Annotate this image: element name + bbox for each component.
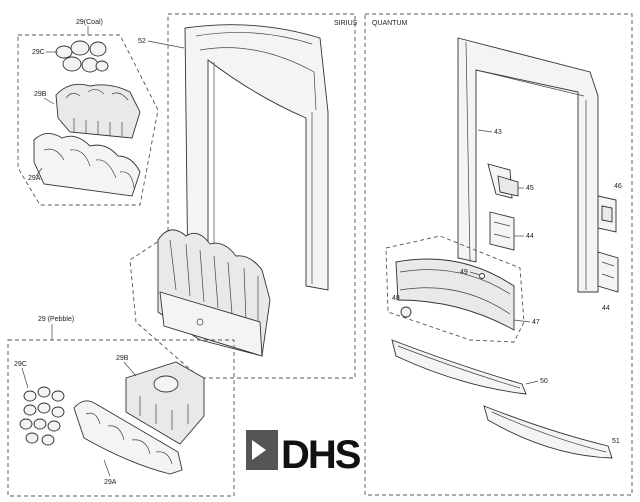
callout-52: 52	[138, 38, 146, 45]
callout-44-right: 44	[602, 305, 610, 312]
part-29a-coal-base	[33, 133, 141, 197]
part-46-bracket	[597, 195, 617, 233]
callout-29c-coal: 29C	[32, 49, 45, 56]
callout-43: 43	[494, 129, 502, 136]
callout-48: 48	[392, 295, 400, 302]
quantum-group-outline	[364, 13, 633, 496]
part-29a-pebble-base	[73, 400, 183, 475]
part-51-trim	[483, 405, 613, 459]
callout-45: 45	[526, 185, 534, 192]
part-49-screw	[479, 273, 485, 279]
dhs-logo: DHS	[246, 430, 363, 477]
callout-29a-coal: 29A	[28, 175, 41, 182]
callout-29c-pebble: 29C	[14, 361, 27, 368]
callout-51: 51	[612, 438, 620, 445]
part-44-bracket-left	[489, 211, 515, 251]
callout-29a-pebble: 29A	[104, 479, 117, 486]
sirius-group: SIRIUS 52	[129, 13, 358, 379]
part-44-bracket-right	[597, 251, 619, 293]
part-29b-coal-bed	[55, 83, 141, 139]
part-29c-coal-lumps	[55, 40, 109, 73]
callout-46: 46	[614, 183, 622, 190]
part-47-fret	[395, 258, 515, 331]
quantum-group-label: QUANTUM	[372, 20, 408, 27]
coal-group-outline	[17, 34, 159, 206]
dhs-logo-text: DHS	[281, 433, 361, 477]
part-29c-pebbles	[19, 386, 65, 446]
part-43-quantum-frame	[457, 37, 599, 293]
sirius-group-label: SIRIUS	[334, 20, 358, 27]
callout-44-left: 44	[526, 233, 534, 240]
callout-50: 50	[540, 378, 548, 385]
callout-29b-pebble: 29B	[116, 355, 129, 362]
coal-group: 29(Coal) 29C 29B 29A	[17, 19, 159, 206]
dhs-logo-arrow-icon	[252, 440, 266, 460]
part-29b-pebble-bed	[125, 361, 205, 445]
callout-47: 47	[532, 319, 540, 326]
part-50-trim	[391, 339, 527, 395]
pebble-group-label: 29 (Pebble)	[38, 316, 74, 323]
part-48-knob	[400, 306, 412, 318]
part-45-bracket	[487, 163, 519, 199]
quantum-group: QUANTUM 43 45 44 46	[364, 13, 633, 496]
quantum-fret-outline	[385, 235, 525, 343]
coal-group-label: 29(Coal)	[76, 19, 103, 26]
pebble-group: 29 (Pebble) 29C 29B	[7, 316, 235, 497]
callout-29b-coal: 29B	[34, 91, 47, 98]
callout-49: 49	[460, 269, 468, 276]
part-sirius-coal-fret	[157, 229, 271, 357]
pebble-group-outline	[7, 339, 235, 497]
